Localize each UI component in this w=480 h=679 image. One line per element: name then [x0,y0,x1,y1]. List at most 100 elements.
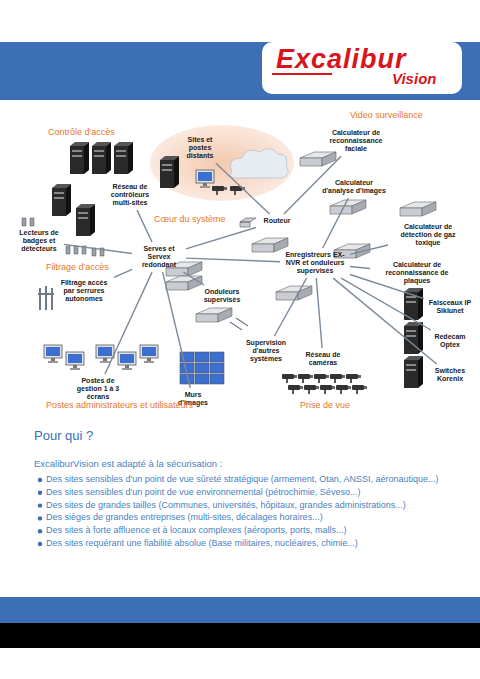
network-link [186,227,256,248]
device-label: Onduleurs supervisés [198,287,246,305]
device-label: Lecteurs de badges et détecteurs [16,228,62,254]
device-name: Onduleurs supervisés [200,288,244,304]
device-name: Réseau de contrôleurs multi-sites [106,183,154,207]
logo-panel [262,42,462,94]
bullet-text: Des sites de grandes tailles (Communes, … [46,500,456,511]
camera-network [282,374,367,394]
router [240,218,256,227]
logo-text: Vision [392,70,436,87]
device-label: Postes de gestion 1 à 3 écrans [68,376,128,402]
device-name: Filtrage accès par serrures autonomes [58,279,110,303]
controller-tower [92,142,111,174]
device-name: Calculateur de reconnaissance faciale [318,129,394,153]
video-wall [180,352,224,384]
bullet-text: Des sièges de grandes entreprises (multi… [46,512,456,523]
device-name: Sites et postes distants [178,136,222,160]
footer-black [0,623,480,648]
camera [330,374,345,383]
controller-tower [76,204,95,236]
device-label: Faisceaux IP Siklunet [426,298,474,316]
badge-reader [22,218,26,226]
device-label: Enregistreurs EX-NVR et onduleurs superv… [282,250,348,276]
camera [352,385,367,394]
device-name: Calculateur de détection de gaz toxique [392,223,464,247]
controller-tower [52,184,71,216]
network-link [114,269,132,277]
device-name: Faisceaux IP Siklunet [428,299,472,315]
device-name: Calculateur de reconnaissance de plaques [374,261,460,285]
controller-tower [70,142,89,174]
logo-text: Excalibur [276,44,407,75]
bullet-text: Des sites sensibles d'un point de vue sû… [46,474,456,485]
device-name: Switches Korenix [428,367,472,383]
device-name: Postes de gestion 1 à 3 écrans [70,377,126,401]
device-name: Enregistreurs EX-NVR et onduleurs superv… [284,251,346,275]
workstation [66,352,84,370]
device-label: Supervision d'autres systèmes [238,338,294,364]
turnstile [38,286,54,310]
network-link [183,272,204,285]
device-label: Switches Korenix [426,366,474,384]
camera [282,374,297,383]
camera [288,385,303,394]
device-name: Serves et Servex redondant [136,245,182,269]
device-label: Filtrage accès par serrures autonomes [56,278,112,304]
device-label: Réseau de contrôleurs multi-sites [104,182,156,208]
device-label: Calculateur de reconnaissance faciale [316,128,396,154]
device-label: Calculateur de détection de gaz toxique [390,222,466,248]
server-tower [160,156,179,188]
ups-unit [196,308,232,322]
device-name: Redecam Optex [428,333,472,349]
workstation [140,345,158,363]
section-heading: Prise de vue [300,400,350,410]
controller-tower [114,142,133,174]
network-link [333,278,437,364]
device-name: Réseau de caméras [298,351,348,367]
monitor [196,170,214,188]
device-label: Routeur [258,216,296,226]
calculator-unit [400,202,436,216]
workstation [44,345,62,363]
network-link [274,278,306,336]
section-heading: Video surveillance [350,110,423,120]
device-name: Supervision d'autres systèmes [240,339,292,363]
bullet-text: Des sites à forte affluence et à locaux … [46,525,456,536]
calculator-unit [300,152,336,166]
camera [314,374,329,383]
network-link [137,210,152,242]
badge-reader [66,246,70,254]
badge-reader [30,218,34,226]
section-heading: Cœur du système [154,214,226,224]
bullet-text: ExcaliburVision est adapté à la sécurisa… [34,458,222,469]
network-link [105,272,152,374]
redecam [404,322,423,354]
device-label: Calculateur de reconnaissance de plaques [372,260,462,286]
network-link [216,163,270,214]
device-label: Sites et postes distants [176,135,224,161]
device-label: Calculateur d'analyse d'images [318,178,390,196]
network-link [163,272,191,388]
network-link [350,245,388,254]
device-label: Serves et Servex redondant [134,244,184,270]
network-link [186,258,280,262]
device-name: Routeur [260,217,294,225]
server-unit [166,276,202,290]
network-link [316,278,322,348]
camera [346,374,361,383]
section-title: Pour qui ? [34,428,93,443]
camera [336,385,351,394]
bullet-text: Des sites requérant une fiabilité absolu… [46,538,456,549]
camera [320,385,335,394]
badge-reader [74,246,78,254]
network-link [350,267,370,269]
camera [230,186,245,195]
remote-zone [150,125,294,201]
calculator-unit [330,200,366,214]
footer-band [0,597,480,623]
exchange-arrows [230,318,248,330]
cloud [230,148,288,178]
recorder-unit [276,286,312,300]
